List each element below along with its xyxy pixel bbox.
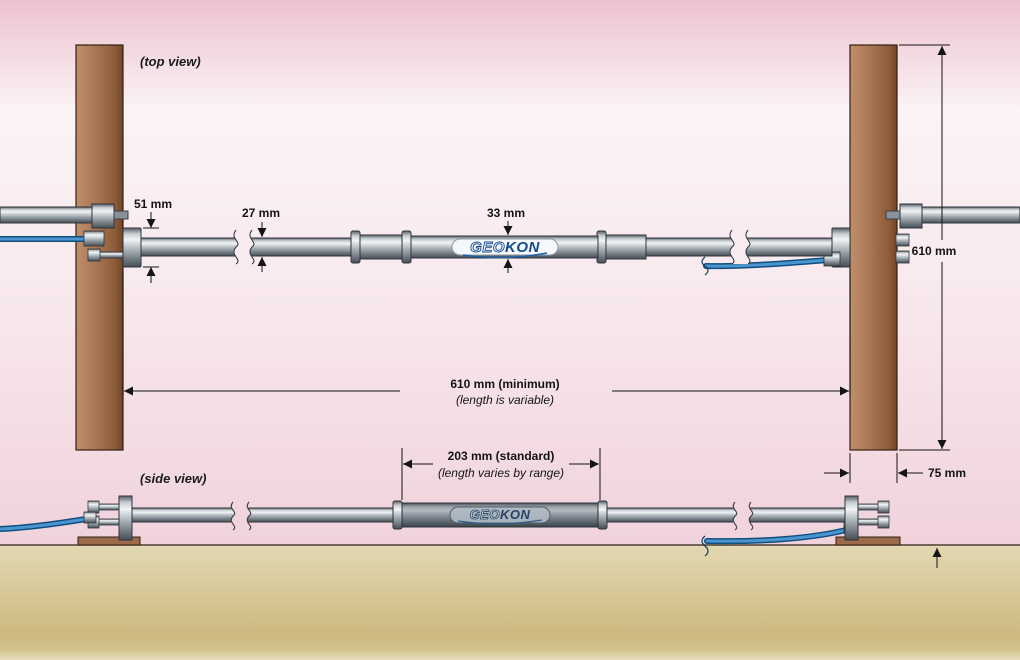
signal-cable-top-right-highlight [704,258,830,268]
bracket-bolt [857,518,881,526]
cable-break-symbol [701,256,709,276]
protective-tube-left [0,206,93,224]
logo-part-kon: KON [500,507,531,522]
bracket-bolt [96,518,120,526]
side-rod-left [131,507,395,523]
logo-part-geo: GEO [470,239,505,256]
dim-610mm-vertical-label: 610 mm [912,244,957,258]
logo-band [449,506,551,524]
logo-swoosh [457,519,543,525]
side-right-bracket [701,495,901,557]
dim-75mm-label: 75 mm [928,466,966,480]
bracket-bolt [857,503,881,511]
geokon-logo-text: GEOKON [470,239,540,256]
top-view-label: (top view) [140,54,201,69]
signal-cable-side-left-highlight [0,517,88,531]
side-view-label: (side view) [140,471,206,486]
dim-203mm-label: 203 mm (standard) [448,449,555,463]
left-bracket-plate [118,495,133,541]
collar-left [359,234,404,260]
bracket-nut [877,500,890,514]
dim-203mm-note: (length varies by range) [438,466,564,480]
left-bracket-base [77,536,141,546]
dimension-33mm: 33 mm [487,206,525,273]
top-view-assembly: GEOKON [0,203,1020,276]
geokon-logo-text: GEOKON [470,507,531,522]
anchor-nut-right [895,250,910,264]
bracket-bolt [96,503,120,511]
cable-fitting [83,511,97,524]
tube-stub-left [113,210,129,220]
hex-fitting-left [91,203,115,229]
dim-27mm-label: 27 mm [242,206,280,220]
logo-part-kon: KON [505,239,541,256]
geokon-logo-top: GEOKON [451,238,559,259]
anchor-bolt-left [97,251,124,259]
dimension-610mm-vertical: 610 mm [899,44,957,451]
left-anchor-plate [122,227,142,268]
geokon-logo-side: GEOKON [449,506,551,525]
top-left-exterior [0,203,129,262]
side-left-bracket [0,495,141,546]
collar-right [605,234,647,260]
logo-swoosh [462,252,548,259]
dim-33mm-label: 33 mm [487,206,525,220]
side-rod-right [606,507,846,523]
top-rod-break-right [729,229,751,265]
right-pier [849,44,898,451]
dimension-75mm: 75 mm [824,453,966,568]
side-flange-left [392,500,403,530]
right-bracket-plate [844,495,859,541]
side-flange-right [597,500,608,530]
dimension-203mm: 203 mm (standard) (length varies by rang… [401,448,601,500]
side-rod-break-right [732,501,754,531]
side-view-assembly: GEOKON [0,495,901,557]
top-right-exterior [885,203,1020,264]
dimension-annotations: (top view) (side view) 51 mm 27 mm 33 mm… [122,44,966,568]
tube-stub-right [885,210,901,220]
cable-break-symbol [701,535,709,557]
protective-tube-right [921,206,1020,224]
dimension-27mm: 27 mm [242,206,280,272]
side-rod-break-left [230,501,252,531]
anchor-nut-left [87,248,101,262]
logo-part-geo: GEO [470,507,500,522]
dim-610mm-span-note: (length is variable) [456,393,554,407]
dim-51mm-label: 51 mm [134,197,172,211]
anchor-nut-right [895,233,910,247]
dimension-610mm-span: 610 mm (minimum) (length is variable) [122,272,851,407]
logo-band [451,238,559,256]
dimension-51mm: 51 mm [134,197,172,283]
bracket-nut [87,500,100,514]
flange-1 [350,230,361,264]
cable-connector-left [83,230,105,247]
signal-cable-side-right-highlight [705,527,852,543]
ground [0,545,1020,660]
top-rod-break-left [233,229,255,265]
hex-fitting-right [899,203,923,229]
left-pier [75,44,124,451]
bracket-nut [877,515,890,529]
flange-2 [401,230,412,264]
dim-610mm-span-label: 610 mm (minimum) [450,377,559,391]
right-bracket-base [835,536,901,546]
